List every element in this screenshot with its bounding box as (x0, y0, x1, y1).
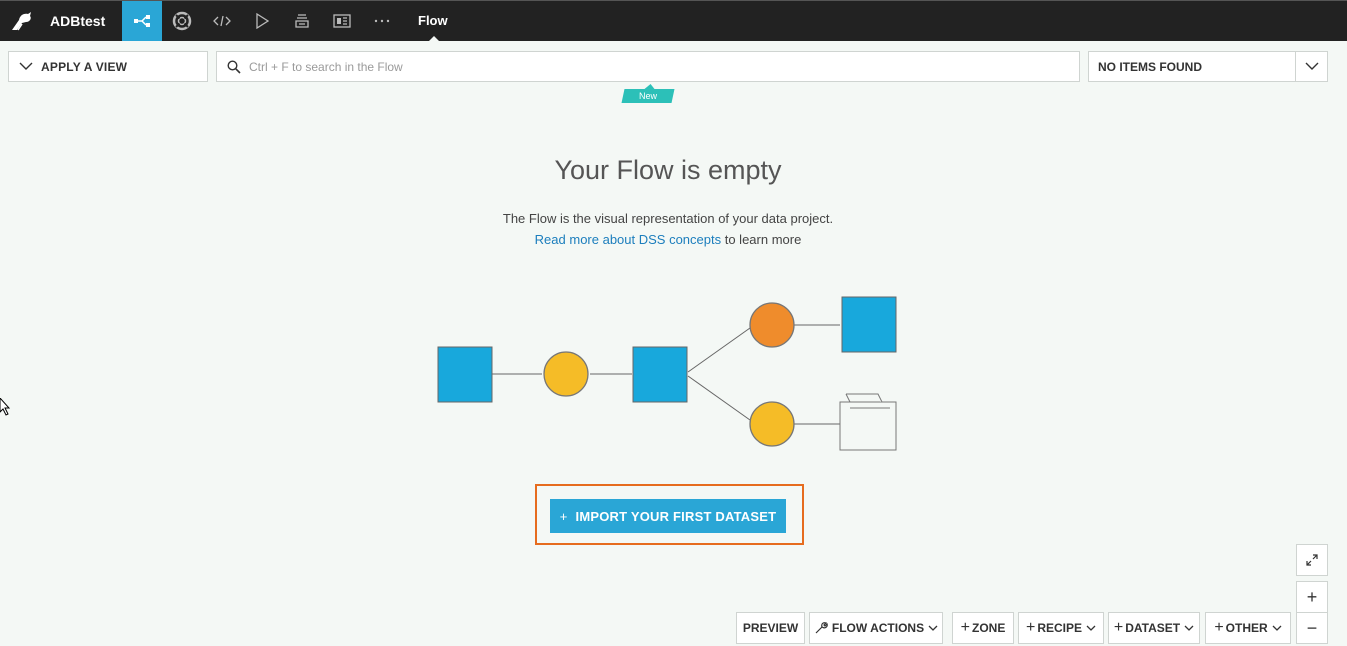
import-button-label: IMPORT YOUR FIRST DATASET (575, 508, 777, 524)
chevron-down-icon (928, 625, 938, 631)
fit-to-screen-button[interactable] (1296, 544, 1328, 576)
dss-concepts-link[interactable]: Read more about DSS concepts (534, 232, 722, 247)
dataset-node-3 (841, 296, 897, 353)
recipe-label: RECIPE (1037, 621, 1083, 635)
items-dropdown-toggle[interactable] (1295, 51, 1328, 82)
dataset-node-2 (632, 346, 688, 403)
folder-node (839, 393, 897, 451)
learn-more-suffix: to learn more (721, 232, 802, 247)
play-icon[interactable] (242, 1, 282, 41)
plus-icon: + (1113, 619, 1124, 636)
chevron-down-icon (1305, 62, 1318, 70)
search-input[interactable] (249, 59, 949, 74)
flow-actions-label: FLOW ACTIONS (831, 621, 925, 635)
zone-label: ZONE (972, 621, 1006, 635)
preview-button[interactable]: PREVIEW (736, 612, 805, 644)
empty-flow-learn-more: Read more about DSS concepts to learn mo… (0, 232, 1336, 247)
recipe-node-1 (543, 351, 589, 397)
chevron-down-icon (1184, 625, 1194, 631)
search-icon (227, 59, 241, 74)
flow-actions-button[interactable]: FLOW ACTIONS (809, 612, 943, 644)
wrench-icon (815, 622, 828, 634)
new-badge: New (621, 89, 675, 103)
plus-icon: + (960, 619, 970, 636)
flow-icon[interactable] (122, 1, 162, 41)
stack-icon[interactable] (282, 1, 322, 41)
active-section-caret (428, 36, 440, 42)
dataset-node-1 (437, 346, 493, 403)
dataiku-bird-logo-icon[interactable] (8, 9, 36, 33)
other-label: OTHER (1225, 621, 1268, 635)
recipe-node-2 (749, 302, 795, 348)
zoom-out-button[interactable]: − (1296, 612, 1328, 644)
dataset-label: DATASET (1125, 621, 1181, 635)
more-icon[interactable] (362, 1, 402, 41)
section-title: Flow (418, 13, 448, 28)
import-first-dataset-button[interactable]: + IMPORT YOUR FIRST DATASET (550, 499, 786, 533)
plus-icon: + (1025, 619, 1036, 636)
preview-label: PREVIEW (742, 621, 799, 635)
add-zone-button[interactable]: + ZONE (952, 612, 1014, 644)
items-selector-label: NO ITEMS FOUND (1098, 59, 1202, 74)
mouse-cursor-icon (0, 398, 10, 416)
add-recipe-button[interactable]: + RECIPE (1018, 612, 1104, 644)
apply-view-label: APPLY A VIEW (41, 59, 128, 74)
dashboard-icon[interactable] (322, 1, 362, 41)
plus-icon: + (559, 508, 568, 524)
empty-flow-title: Your Flow is empty (554, 155, 782, 185)
top-navigation-bar: ADBtest (0, 0, 1347, 42)
add-dataset-button[interactable]: + DATASET (1108, 612, 1200, 644)
chevron-down-icon (1086, 625, 1096, 631)
apply-view-button[interactable]: APPLY A VIEW (8, 51, 208, 82)
chevron-down-icon (1272, 625, 1282, 631)
chevron-down-icon (19, 62, 33, 70)
expand-icon (1306, 554, 1318, 566)
plus-icon: + (1214, 619, 1224, 636)
project-name[interactable]: ADBtest (50, 13, 106, 29)
lifebuoy-icon[interactable] (162, 1, 202, 41)
recipe-node-3 (749, 401, 795, 447)
add-other-button[interactable]: + OTHER (1205, 612, 1291, 644)
zoom-in-button[interactable]: + (1296, 581, 1328, 613)
import-button-highlight (535, 484, 804, 545)
empty-flow-description: The Flow is the visual representation of… (502, 211, 834, 226)
new-badge-label: New (638, 91, 657, 101)
flow-search-box[interactable] (216, 51, 1080, 82)
code-icon[interactable] (202, 1, 242, 41)
flow-illustration (437, 296, 897, 451)
items-selector[interactable]: NO ITEMS FOUND (1088, 51, 1296, 82)
